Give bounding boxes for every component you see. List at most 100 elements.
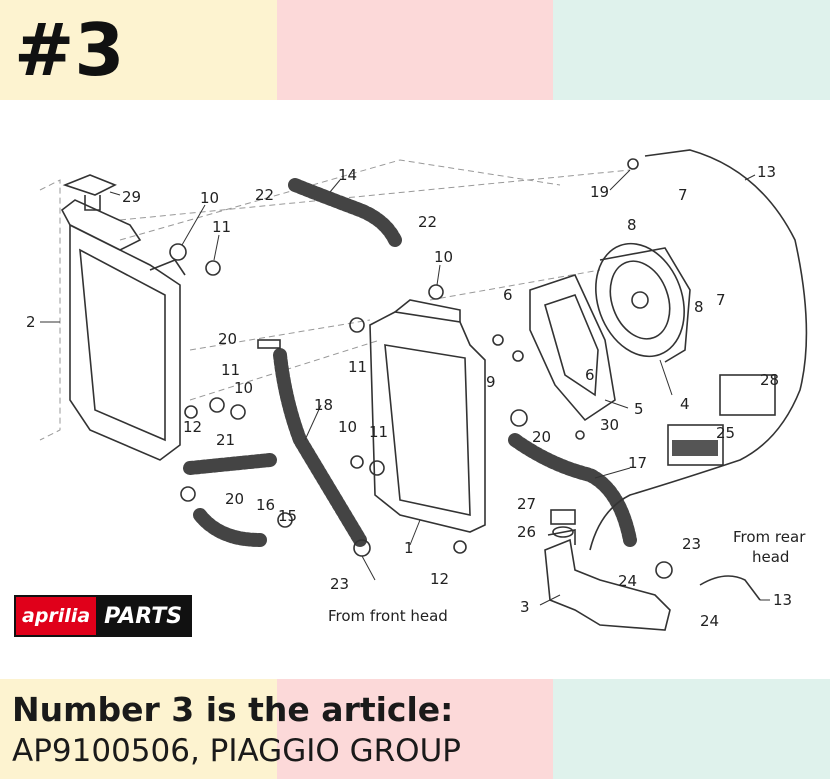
aprilia-parts-logo: aprilia PARTS [14, 595, 193, 637]
grommet-12b [453, 540, 467, 554]
leader-line [436, 264, 441, 286]
guide-line [189, 339, 381, 401]
leader-line [539, 594, 561, 606]
grommet-10a [169, 243, 187, 261]
clamp-15 [277, 512, 293, 528]
guide-line [119, 159, 561, 241]
seal-26 [552, 526, 574, 538]
clamp-23b [655, 561, 673, 579]
hose-lower-left [193, 508, 267, 547]
leader-line [109, 191, 121, 196]
band-segment-yellow [0, 0, 277, 100]
callout-26: 26 [517, 523, 536, 541]
leader-line [609, 169, 631, 191]
band-segment-mint [553, 679, 830, 779]
leader-line [361, 555, 376, 581]
callout-21: 21 [216, 431, 235, 449]
callout-10: 10 [434, 248, 453, 266]
leader-line [181, 204, 206, 246]
exploded-parts-diagram: 29 2 10 11 22 14 22 10 19 13 7 8 6 8 7 2… [0, 100, 830, 679]
screw-30 [575, 430, 585, 440]
callout-25: 25 [716, 424, 735, 442]
washer-9b [512, 350, 524, 362]
callout-20: 20 [532, 428, 551, 446]
leader-line [659, 359, 673, 396]
box-25 [667, 424, 724, 466]
callout-16: 16 [256, 496, 275, 514]
right-radiator [369, 299, 486, 533]
fan-shroud [529, 274, 616, 422]
callout-4: 4 [680, 395, 690, 413]
bottom-color-band [0, 679, 830, 779]
leader-line [329, 179, 341, 193]
leader-line [744, 174, 756, 181]
clamp-20c [180, 486, 196, 502]
callout-2: 2 [26, 313, 36, 331]
callout-10: 10 [200, 189, 219, 207]
clip-20 [257, 339, 281, 349]
grommet-10d [350, 455, 364, 469]
callout-5: 5 [634, 400, 644, 418]
callout-23: 23 [682, 535, 701, 553]
callout-8: 8 [627, 216, 637, 234]
filler-cap [62, 174, 117, 211]
callout-3: 3 [520, 598, 530, 616]
water-pump-housing [544, 529, 671, 631]
grommet-11b [349, 317, 365, 333]
caption-title: Number 3 is the article: [12, 690, 454, 729]
pad-25 [672, 440, 718, 456]
leader-line [213, 234, 220, 261]
grommet-10c [230, 404, 246, 420]
grommet-12a [184, 405, 198, 419]
top-color-band [0, 0, 830, 100]
callout-19: 19 [590, 183, 609, 201]
band-segment-pink [276, 679, 554, 779]
callout-7: 7 [678, 186, 688, 204]
hose-upper-left [288, 178, 402, 247]
hose-right-lower [508, 433, 637, 547]
callout-18: 18 [314, 396, 333, 414]
box-28 [719, 374, 776, 416]
band-segment-yellow [0, 679, 277, 779]
leader-line [604, 399, 629, 409]
callout-11: 11 [221, 361, 240, 379]
callout-12: 12 [430, 570, 449, 588]
guide-line [119, 169, 631, 221]
grommet-11c [209, 397, 225, 413]
callout-7: 7 [716, 291, 726, 309]
callout-29: 29 [122, 188, 141, 206]
callout-30: 30 [600, 416, 619, 434]
leader-line [594, 467, 631, 479]
cap-27 [550, 509, 576, 525]
diagram-canvas: 29 2 10 11 22 14 22 10 19 13 7 8 6 8 7 2… [26, 149, 808, 631]
callout-13: 13 [773, 591, 792, 609]
bracket-line [39, 179, 61, 441]
logo-brand: aprilia [16, 597, 97, 635]
part-number-heading: #3 [14, 8, 125, 92]
note-from-rear-line2: head [752, 548, 789, 566]
caption-article: AP9100506, PIAGGIO GROUP [12, 733, 461, 769]
callout-10: 10 [338, 418, 357, 436]
callout-13: 13 [757, 163, 776, 181]
clip-19 [627, 158, 639, 170]
callout-11: 11 [348, 358, 367, 376]
callout-6: 6 [503, 286, 513, 304]
grommet-11d [369, 460, 385, 476]
guide-line [189, 319, 371, 351]
leader-line [304, 404, 322, 441]
callout-10: 10 [234, 379, 253, 397]
callout-8: 8 [694, 298, 704, 316]
callout-28: 28 [760, 371, 779, 389]
callout-15: 15 [278, 507, 297, 525]
callout-20: 20 [218, 330, 237, 348]
callout-11: 11 [212, 218, 231, 236]
overflow-tube-end [699, 575, 761, 601]
callout-14: 14 [338, 166, 357, 184]
grommet-10b [428, 284, 444, 300]
callout-22: 22 [418, 213, 437, 231]
note-from-front-head: From front head [328, 607, 448, 625]
guide-line [429, 269, 601, 301]
note-from-rear-line1: From rear [733, 528, 806, 546]
logo-parts: PARTS [96, 597, 191, 635]
callout-20: 20 [225, 490, 244, 508]
